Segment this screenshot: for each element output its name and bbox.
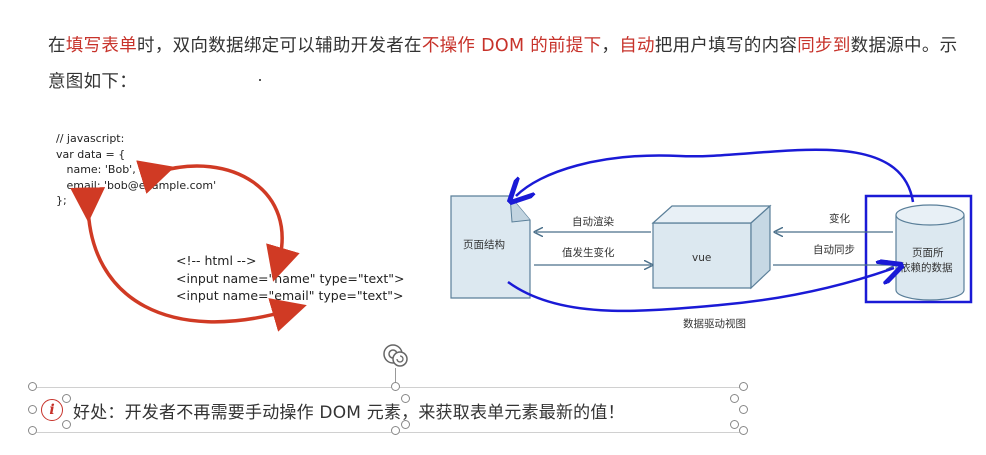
benefit-box[interactable]: i 好处：开发者不再需要手动操作 DOM 元素，来获取表单元素最新的值！ <box>32 387 743 433</box>
intro-text: 把用户填写的内容 <box>654 36 798 56</box>
resize-handle[interactable] <box>739 426 748 435</box>
code-line: var data = { <box>56 147 126 161</box>
stray-dot <box>259 79 261 81</box>
highlight-auto: 自动 <box>619 36 655 56</box>
auto-sync-label: 自动同步 <box>813 243 855 256</box>
page-structure-label: 页面结构 <box>463 238 505 251</box>
red-arrow-email <box>70 187 307 332</box>
diagram-caption: 数据驱动视图 <box>683 317 746 330</box>
intro-text: 时，双向数据绑定可以辅助开发者在 <box>137 36 422 56</box>
resize-handle[interactable] <box>28 382 37 391</box>
blue-arrow-top <box>516 148 915 202</box>
resize-handle[interactable] <box>730 394 739 403</box>
info-icon: i <box>41 399 63 421</box>
highlight-fill-form: 填写表单 <box>65 36 138 56</box>
resize-handle[interactable] <box>401 420 410 429</box>
code-line: // javascript: <box>56 132 125 145</box>
page-structure-box: 页面结构 <box>450 195 531 299</box>
intro-text: 数据源中。示意图如下： <box>48 36 958 92</box>
data-label-1: 页面所 <box>912 247 944 259</box>
code-line: name: 'Bob', <box>56 163 136 176</box>
vue-label: vue <box>692 252 711 264</box>
resize-handle[interactable] <box>391 426 400 435</box>
rotate-handle-icon[interactable] <box>381 342 411 370</box>
highlight-sync: 同步到 <box>797 36 851 56</box>
highlight-no-dom: 不操作 DOM 的前提下 <box>421 36 602 56</box>
resize-handle[interactable] <box>401 394 410 403</box>
code-line: }; <box>56 194 67 207</box>
change-label: 变化 <box>829 212 850 225</box>
intro-text: 在 <box>48 36 66 56</box>
resize-handle[interactable] <box>28 405 37 414</box>
resize-handle[interactable] <box>28 426 37 435</box>
value-changed-label: 值发生变化 <box>562 246 615 259</box>
intro-text: ， <box>601 36 620 56</box>
data-highlight-frame <box>864 194 973 304</box>
data-label-2: 依赖的数据 <box>900 261 953 274</box>
resize-handle[interactable] <box>391 382 400 391</box>
blue-arrow-bottom <box>507 268 894 313</box>
resize-handle[interactable] <box>62 420 71 429</box>
resize-handle[interactable] <box>739 405 748 414</box>
red-arrow-name <box>136 160 300 282</box>
resize-handle[interactable] <box>730 420 739 429</box>
data-cylinder: 页面所 依赖的数据 <box>895 204 965 301</box>
benefit-text: 好处：开发者不再需要手动操作 DOM 元素，来获取表单元素最新的值！ <box>73 403 625 423</box>
resize-handle[interactable] <box>62 394 71 403</box>
auto-render-label: 自动渲染 <box>572 215 614 228</box>
resize-handle[interactable] <box>739 382 748 391</box>
vue-box: vue <box>651 204 772 290</box>
rotate-handle-line <box>395 368 396 387</box>
intro-paragraph: 在填写表单时，双向数据绑定可以辅助开发者在不操作 DOM 的前提下，自动把用户填… <box>48 28 963 100</box>
